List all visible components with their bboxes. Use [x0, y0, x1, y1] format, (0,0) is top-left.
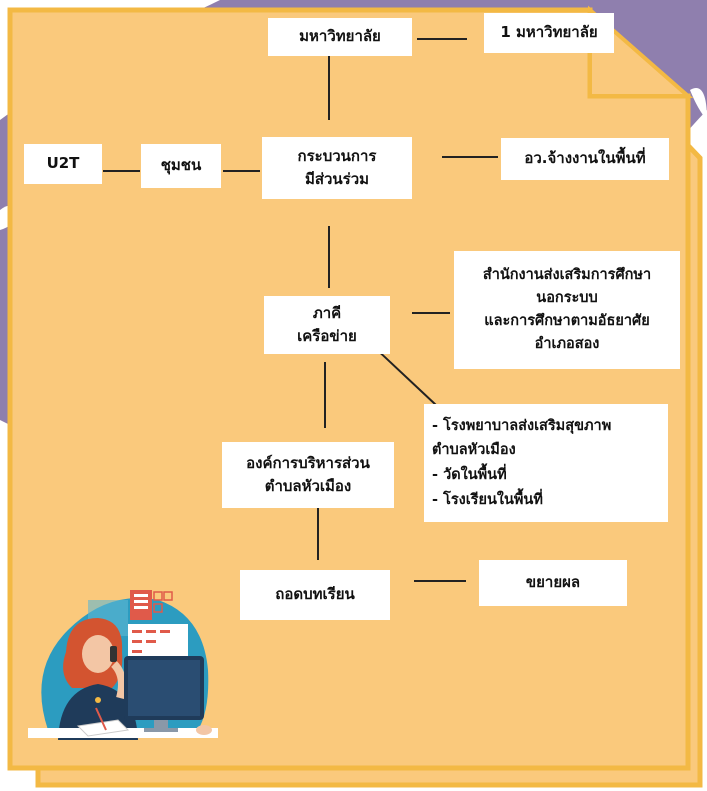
node-nfe-office-line-4: อำเภอสอง [534, 336, 600, 353]
connector-lessons-expand [414, 580, 466, 582]
folded-corner [588, 5, 694, 98]
connector-network-partners [371, 344, 437, 406]
connector-participation-network [328, 226, 330, 288]
node-local-partners-line-1: - โรงพยาบาลส่งเสริมสุขภาพ [432, 417, 612, 434]
node-nfe-office-line-1: สำนักงานส่งเสริมการศึกษา [482, 266, 652, 283]
connector-network-nfe [412, 312, 450, 314]
node-university-line-1: มหาวิทยาลัย [299, 27, 381, 46]
connector-participation-hiring [442, 156, 498, 158]
node-local-partners-line-3: - วัดในพื้นที่ [432, 467, 507, 483]
node-network-line-2: เครือข่าย [297, 327, 357, 345]
connector-community-participation [223, 170, 260, 172]
node-one-university-line-1: 1 มหาวิทยาลัย [500, 23, 598, 42]
connector-univ-participation [328, 56, 330, 120]
node-sao-line-1: องค์การบริหารส่วน [246, 453, 370, 472]
node-lessons: ถอดบทเรียน [240, 570, 390, 620]
node-sao: องค์การบริหารส่วน ตำบลหัวเมือง [222, 442, 394, 508]
node-network: ภาคี เครือข่าย [264, 296, 390, 354]
node-participation-line-1: กระบวนการ [297, 146, 377, 165]
node-local-partners-line-4: - โรงเรียนในพื้นที่ [432, 491, 543, 508]
node-expand: ขยายผล [479, 560, 627, 606]
connector-u2t-community [103, 170, 140, 172]
node-hiring: อว.จ้างงานในพื้นที่ [501, 138, 669, 180]
node-one-university: 1 มหาวิทยาลัย [484, 13, 614, 53]
node-network-line-1: ภาคี [312, 303, 342, 322]
node-local-partners: - โรงพยาบาลส่งเสริมสุขภาพ ตำบลหัวเมือง -… [424, 404, 668, 522]
node-hiring-line-1: อว.จ้างงานในพื้นที่ [524, 149, 646, 168]
node-nfe-office-line-3: และการศึกษาตามอัธยาศัย [484, 313, 650, 329]
node-sao-line-2: ตำบลหัวเมือง [264, 477, 352, 495]
node-participation: กระบวนการ มีส่วนร่วม [262, 137, 412, 199]
white-swoosh-right [690, 88, 707, 120]
connector-network-sao [324, 362, 326, 428]
node-lessons-line-1: ถอดบทเรียน [275, 585, 355, 604]
node-community-line-1: ชุมชน [160, 156, 202, 175]
connector-sao-lessons [317, 508, 319, 560]
node-community: ชุมชน [141, 144, 221, 188]
node-expand-line-1: ขยายผล [525, 573, 581, 592]
node-local-partners-line-2: ตำบลหัวเมือง [432, 442, 516, 459]
woman-on-phone-at-computer-icon [28, 590, 218, 740]
node-nfe-office: สำนักงานส่งเสริมการศึกษา นอกระบบ และการศ… [454, 251, 680, 369]
node-nfe-office-line-2: นอกระบบ [536, 289, 598, 306]
node-university: มหาวิทยาลัย [268, 18, 412, 56]
node-u2t-line-1: U2T [46, 154, 80, 173]
node-participation-line-2: มีส่วนร่วม [304, 170, 370, 188]
connector-univ-one [417, 38, 467, 40]
node-u2t: U2T [24, 144, 102, 184]
